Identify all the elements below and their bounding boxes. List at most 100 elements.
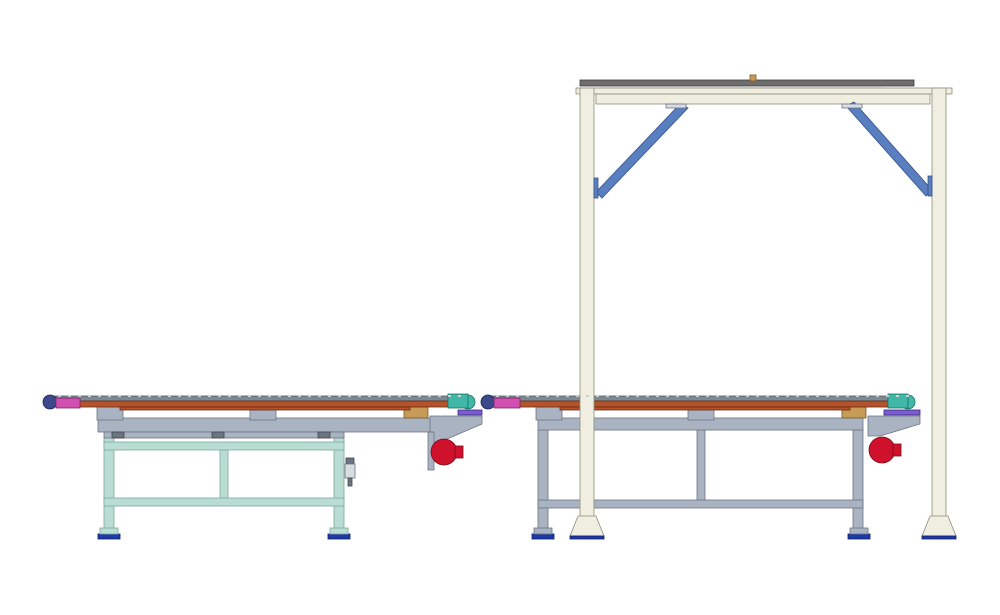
belt-slat — [736, 395, 739, 397]
belt-slat — [646, 395, 649, 397]
belt-slat — [378, 395, 381, 397]
left-stand — [97, 435, 351, 540]
left-stand-footplate — [329, 527, 349, 535]
belt-slat — [846, 395, 849, 397]
left-stand-top-rail — [103, 441, 345, 451]
belt-slat — [78, 395, 81, 397]
right-stand-foot — [531, 533, 555, 540]
belt-slat — [168, 395, 171, 397]
gantry-frame — [569, 74, 957, 540]
belt-slat — [158, 395, 161, 397]
right-tail-pulley-icon — [480, 394, 496, 410]
belt-slat — [796, 395, 799, 397]
belt-slat — [836, 395, 839, 397]
left-belt — [59, 400, 469, 408]
right-stand — [531, 417, 871, 540]
gantry-beam-lower — [595, 93, 931, 105]
gantry-beam — [575, 87, 953, 95]
belt-slat — [408, 395, 411, 397]
right-stand-foot — [847, 533, 871, 540]
belt-slat — [458, 395, 461, 397]
left-stand-lower-rail — [103, 497, 345, 507]
belt-slat — [886, 395, 889, 397]
belt-slat — [178, 395, 181, 397]
belt-slat — [816, 395, 819, 397]
belt-slat — [706, 395, 709, 397]
left-conveyor — [42, 393, 483, 540]
belt-slat — [586, 395, 589, 397]
right-stand-leg — [852, 429, 864, 537]
left-stand-foot — [327, 533, 351, 540]
belt-slat — [438, 395, 441, 397]
belt-slat — [388, 395, 391, 397]
belt-slat — [228, 395, 231, 397]
right-motor-icon — [868, 436, 896, 464]
belt-slat — [308, 395, 311, 397]
belt-slat — [696, 395, 699, 397]
gantry-base-plate — [921, 535, 957, 540]
gantry-brace-right — [845, 101, 933, 197]
belt-slat — [318, 395, 321, 397]
left-stand-leg — [103, 435, 115, 537]
clamp — [211, 431, 225, 439]
belt-slat — [98, 395, 101, 397]
belt-slat — [428, 395, 431, 397]
belt-slat — [876, 395, 879, 397]
belt-slat — [776, 395, 779, 397]
belt-slat — [516, 395, 519, 397]
right-conveyor — [480, 393, 921, 540]
gantry-brace-plate — [593, 177, 599, 199]
belt-slat — [676, 395, 679, 397]
belt-slat — [866, 395, 869, 397]
belt-slat — [288, 395, 291, 397]
gantry-brace-plate — [665, 103, 687, 109]
belt-slat — [128, 395, 131, 397]
left-motor-bracket — [429, 415, 483, 443]
belt-slat — [766, 395, 769, 397]
right-drive-box — [887, 393, 909, 409]
belt-slat — [398, 395, 401, 397]
belt-slat — [826, 395, 829, 397]
left-stand-post — [219, 447, 229, 501]
belt-slat — [148, 395, 151, 397]
belt-slat — [198, 395, 201, 397]
left-tail-pulley-icon — [42, 394, 58, 410]
belt-slats — [58, 395, 909, 397]
belt-slat — [108, 395, 111, 397]
belt-slat — [906, 395, 909, 397]
belt-slat — [556, 395, 559, 397]
belt-slat — [118, 395, 121, 397]
belt-slat — [576, 395, 579, 397]
belt-slat — [338, 395, 341, 397]
belt-slat — [726, 395, 729, 397]
belt-slat — [348, 395, 351, 397]
left-stand-footplate — [99, 527, 119, 535]
belt-slat — [248, 395, 251, 397]
belt-slat — [238, 395, 241, 397]
left-motor-cap — [454, 445, 464, 459]
belt-slat — [298, 395, 301, 397]
belt-slat — [656, 395, 659, 397]
right-belt-return — [559, 406, 851, 411]
gantry-column-right — [931, 87, 947, 521]
belt-slat — [526, 395, 529, 397]
right-stand-post — [696, 429, 706, 501]
gantry-beam-sensor-icon — [749, 74, 757, 82]
gantry-beam-top — [579, 79, 915, 87]
belt-slat — [188, 395, 191, 397]
gantry-foot-left — [569, 515, 605, 537]
belt-slat — [536, 395, 539, 397]
right-belt — [497, 400, 907, 408]
belt-slat — [716, 395, 719, 397]
belt-slat — [368, 395, 371, 397]
left-motor-icon — [430, 438, 458, 466]
belt-slat — [636, 395, 639, 397]
belt-slat — [746, 395, 749, 397]
belt-slat — [328, 395, 331, 397]
right-tail-guard — [493, 397, 521, 409]
belt-slat — [786, 395, 789, 397]
belt-slat — [856, 395, 859, 397]
gantry-brace-plate — [841, 103, 863, 109]
right-drive-guard — [883, 409, 921, 416]
